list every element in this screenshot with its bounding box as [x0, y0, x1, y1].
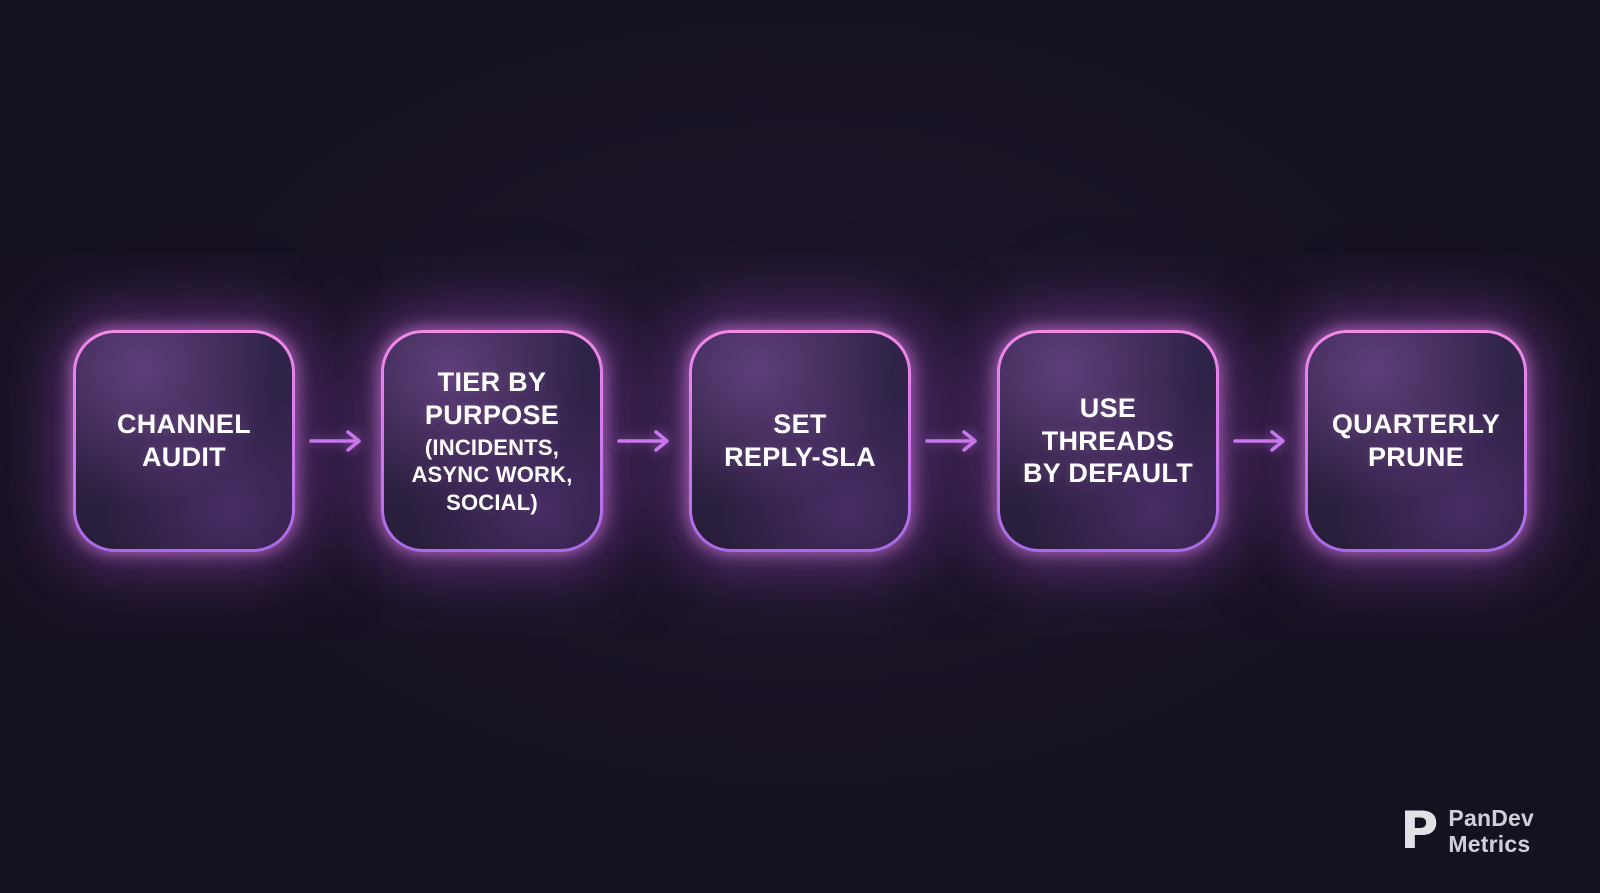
flow-step-body: SET REPLY-SLA — [692, 333, 908, 549]
flow-step-use-threads-by-default: USE THREADS BY DEFAULT — [997, 330, 1219, 552]
step-title: QUARTERLY PRUNE — [1331, 409, 1501, 472]
flow-step-tier-by-purpose: TIER BY PURPOSE (INCIDENTS, ASYNC WORK, … — [381, 330, 603, 552]
step-title: TIER BY PURPOSE — [424, 366, 560, 430]
arrow-right-icon — [603, 426, 689, 456]
flow-step-body: CHANNEL AUDIT — [76, 333, 292, 549]
step-title: CHANNEL AUDIT — [116, 409, 252, 472]
flowchart: CHANNEL AUDIT TIER BY PURPOSE (INCIDENTS… — [0, 330, 1600, 552]
brand-p-icon: P — [1400, 801, 1439, 861]
flow-step-set-reply-sla: SET REPLY-SLA — [689, 330, 911, 552]
step-title: SET REPLY-SLA — [724, 409, 876, 472]
brand-name-line1: PanDev — [1448, 805, 1534, 832]
arrow-right-icon — [911, 426, 997, 456]
flow-step-body: TIER BY PURPOSE (INCIDENTS, ASYNC WORK, … — [384, 333, 600, 549]
arrow-right-icon — [295, 426, 381, 456]
step-subtitle: (INCIDENTS, ASYNC WORK, SOCIAL) — [411, 434, 573, 515]
brand-wordmark: PanDev Metrics — [1448, 805, 1534, 857]
brand-logo: P PanDev Metrics — [1400, 805, 1534, 857]
flow-step-body: QUARTERLY PRUNE — [1308, 333, 1524, 549]
brand-name-line2: Metrics — [1448, 831, 1531, 857]
step-title: USE THREADS BY DEFAULT — [1022, 392, 1193, 489]
flow-step-quarterly-prune: QUARTERLY PRUNE — [1305, 330, 1527, 552]
flow-step-body: USE THREADS BY DEFAULT — [1000, 333, 1216, 549]
flow-step-channel-audit: CHANNEL AUDIT — [73, 330, 295, 552]
arrow-right-icon — [1219, 426, 1305, 456]
